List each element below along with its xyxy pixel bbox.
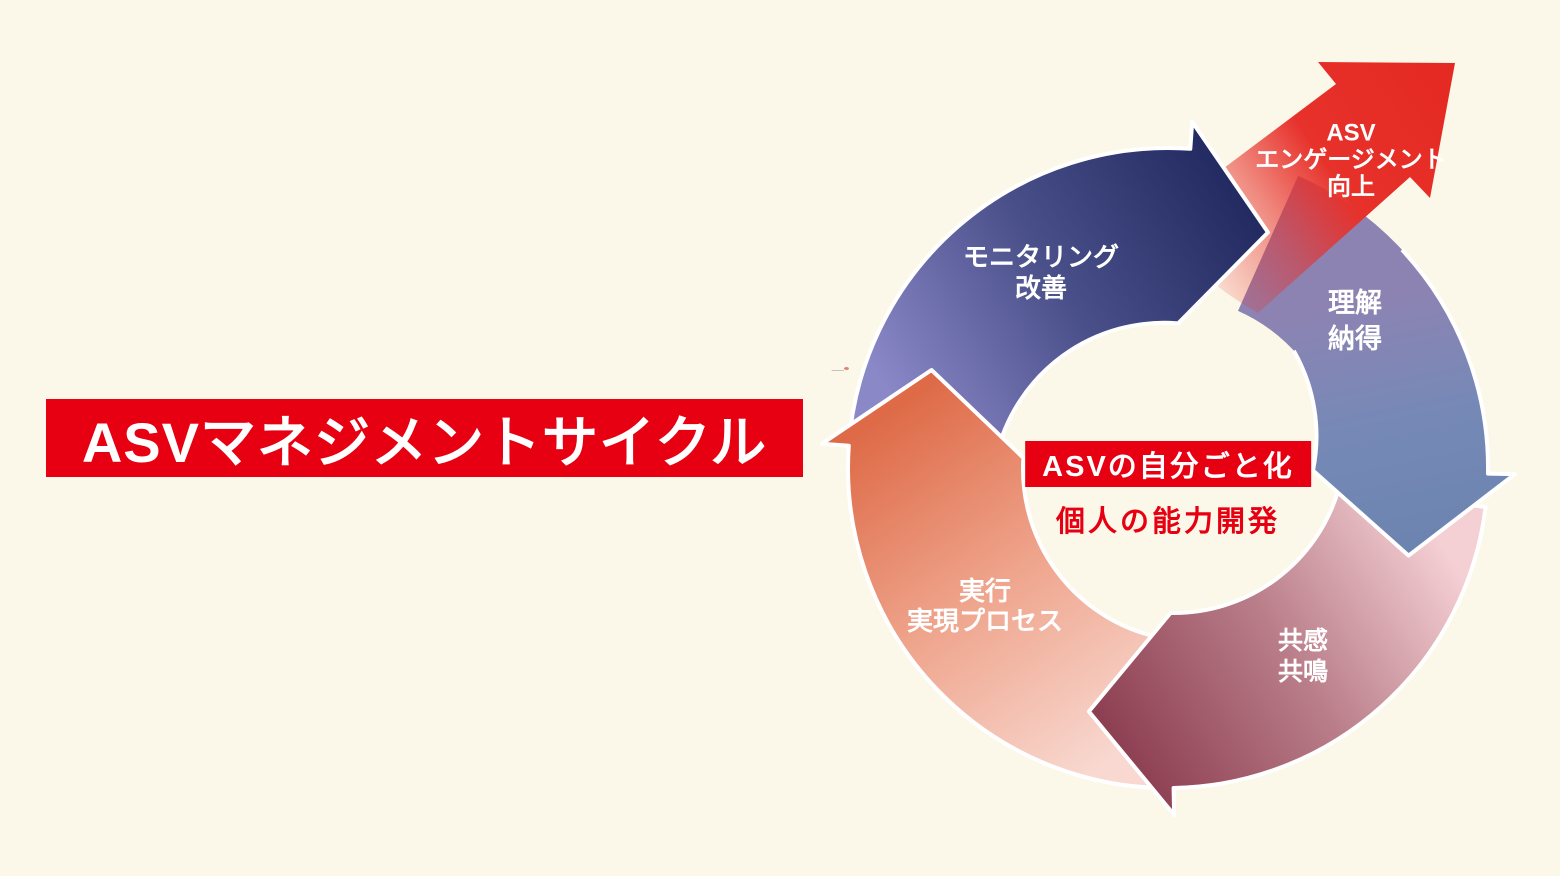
segment-arrow-monitoring [846, 119, 1270, 458]
center-sub-label: 個人の能力開発 [1055, 506, 1281, 538]
label-line: 納得 [1328, 324, 1382, 354]
segment-label-empathy: 共感 共鳴 [1278, 626, 1328, 688]
label-line: 実行 [958, 576, 1012, 606]
label-line: ASV [1326, 119, 1376, 147]
label-line: 共鳴 [1277, 658, 1329, 686]
center-highlight-label: ASVの自分ごと化 [1042, 451, 1294, 483]
center-highlight-box: ASVの自分ごと化 [1025, 441, 1311, 487]
label-line: 理解 [1328, 288, 1382, 318]
label-line: 改善 [1014, 273, 1068, 303]
title-banner: ASVマネジメントサイクル [46, 399, 803, 477]
label-line: エンゲージメント [1255, 146, 1447, 174]
label-line: 向上 [1327, 173, 1375, 201]
segment-arrow-empathy [1086, 487, 1488, 817]
segment-arrow-understanding [1293, 249, 1515, 556]
segment-arrow-execution [819, 368, 1182, 790]
title-banner-label: ASVマネジメントサイクル [81, 410, 768, 474]
label-line: モニタリング [962, 242, 1120, 272]
segment-label-engagement: ASV エンゲージメント 向上 [1255, 120, 1447, 201]
label-line: 共感 [1277, 627, 1329, 655]
segment-label-monitoring: モニタリング 改善 [963, 242, 1119, 304]
segment-label-understanding: 理解 納得 [1328, 285, 1382, 357]
segment-arrow-understanding-outline [1292, 248, 1517, 558]
segment-label-execution: 実行 実現プロセス [907, 576, 1063, 636]
label-line: 実現プロセス [906, 606, 1064, 636]
